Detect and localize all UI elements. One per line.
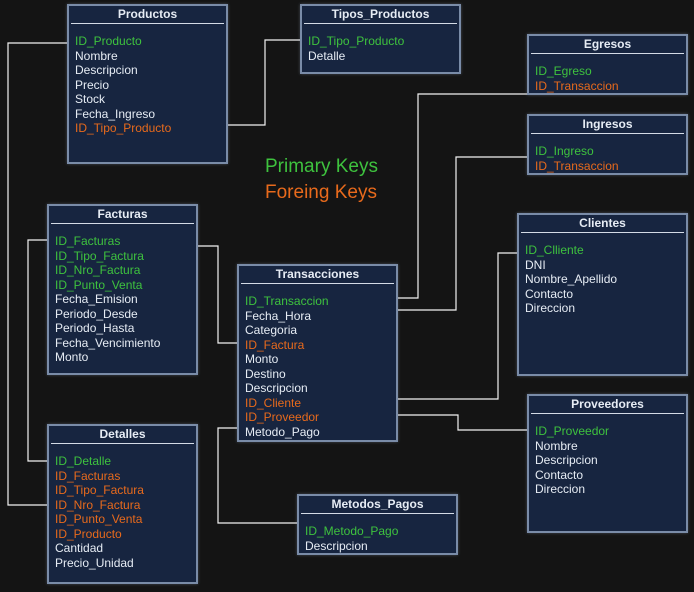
field: Descripcion	[245, 381, 308, 395]
field: Direccion	[525, 301, 576, 315]
field: Stock	[75, 92, 106, 106]
field: Precio	[75, 77, 110, 92]
field: Contacto	[525, 286, 574, 301]
foreign-key-field: ID_Tipo_Producto	[75, 121, 172, 135]
table-title: Tipos_Productos	[304, 6, 457, 24]
field: Destino	[245, 366, 286, 381]
field: Detalle	[308, 48, 346, 63]
field: Fecha_Hora	[245, 308, 312, 323]
primary-key-field: ID_Producto	[75, 34, 142, 48]
table-title: Productos	[71, 6, 224, 24]
rel-facturas-transacciones	[198, 245, 237, 344]
field: Categoria	[245, 323, 298, 337]
field: Fecha_Ingreso	[75, 106, 156, 121]
table-title: Transacciones	[241, 266, 394, 284]
field: Descripcion	[75, 63, 138, 77]
table-title: Facturas	[51, 206, 194, 224]
field: Monto	[245, 352, 279, 366]
rel-egresos-transacciones	[398, 93, 527, 299]
primary-key-field: ID_Metodo_Pago	[305, 524, 399, 538]
primary-key-field: ID_Transaccion	[245, 294, 329, 308]
table-title: Ingresos	[531, 116, 684, 134]
primary-key-field: ID_Punto_Venta	[55, 277, 143, 292]
primary-key-field: ID_Egreso	[535, 64, 592, 78]
field: Nombre_Apellido	[525, 272, 618, 286]
foreign-key-field: ID_Cliente	[245, 395, 302, 410]
foreign-key-field: ID_Transaccion	[535, 78, 619, 93]
field: Fecha_Vencimiento	[55, 335, 161, 350]
primary-key-field: ID_Ingreso	[535, 144, 594, 158]
table-title: Detalles	[51, 426, 194, 444]
foreign-key-field: ID_Nro_Factura	[55, 497, 141, 512]
field: Periodo_Desde	[55, 306, 138, 321]
field: Metodo_Pago	[245, 424, 320, 439]
field: Precio_Unidad	[55, 555, 134, 570]
foreign-key-field: ID_Factura	[245, 337, 305, 352]
foreign-key-field: ID_Transaccion	[535, 158, 619, 173]
legend: Primary Keys Foreing Keys	[265, 154, 378, 206]
foreign-key-field: ID_Punto_Venta	[55, 512, 143, 526]
field: Fecha_Emision	[55, 292, 138, 306]
field: DNI	[525, 257, 546, 272]
primary-key-field: ID_Facturas	[55, 234, 121, 248]
field: Descripcion	[535, 453, 598, 467]
field: Nombre	[535, 438, 578, 453]
foreign-key-field: ID_Tipo_Factura	[55, 483, 144, 497]
primary-key-field: ID_Tipo_Producto	[308, 34, 405, 48]
primary-key-field: ID_Nro_Factura	[55, 263, 141, 277]
legend-primary-keys: Primary Keys	[265, 156, 378, 177]
table-title: Metodos_Pagos	[301, 496, 454, 514]
field: Descripcion	[305, 538, 368, 553]
rel-producto-detalles	[7, 42, 67, 506]
primary-key-field: ID_Detalle	[55, 454, 112, 468]
field: Periodo_Hasta	[55, 321, 135, 335]
rel-facturas-detalles	[27, 239, 47, 462]
primary-key-field: ID_Tipo_Factura	[55, 248, 144, 263]
foreign-key-field: ID_Facturas	[55, 468, 121, 483]
rel-metodos-pago	[217, 427, 297, 524]
table-title: Proveedores	[531, 396, 684, 414]
field: Monto	[55, 350, 89, 364]
rel-tipo-producto	[228, 39, 300, 126]
foreign-key-field: ID_Producto	[55, 526, 122, 541]
primary-key-field: ID_Clliente	[525, 243, 584, 257]
field: Cantidad	[55, 541, 104, 555]
primary-key-field: ID_Proveedor	[535, 424, 610, 438]
rel-proveedores-transacciones	[398, 414, 527, 431]
table-title: Egresos	[531, 36, 684, 54]
table-title: Clientes	[521, 215, 684, 233]
rel-clientes-transacciones	[398, 252, 517, 400]
field: Direccion	[535, 482, 586, 496]
rel-ingresos-transacciones	[398, 156, 527, 311]
field: Nombre	[75, 48, 118, 63]
foreign-key-field: ID_Proveedor	[245, 410, 320, 424]
legend-foreign-keys: Foreing Keys	[265, 182, 377, 203]
field: Contacto	[535, 467, 584, 482]
